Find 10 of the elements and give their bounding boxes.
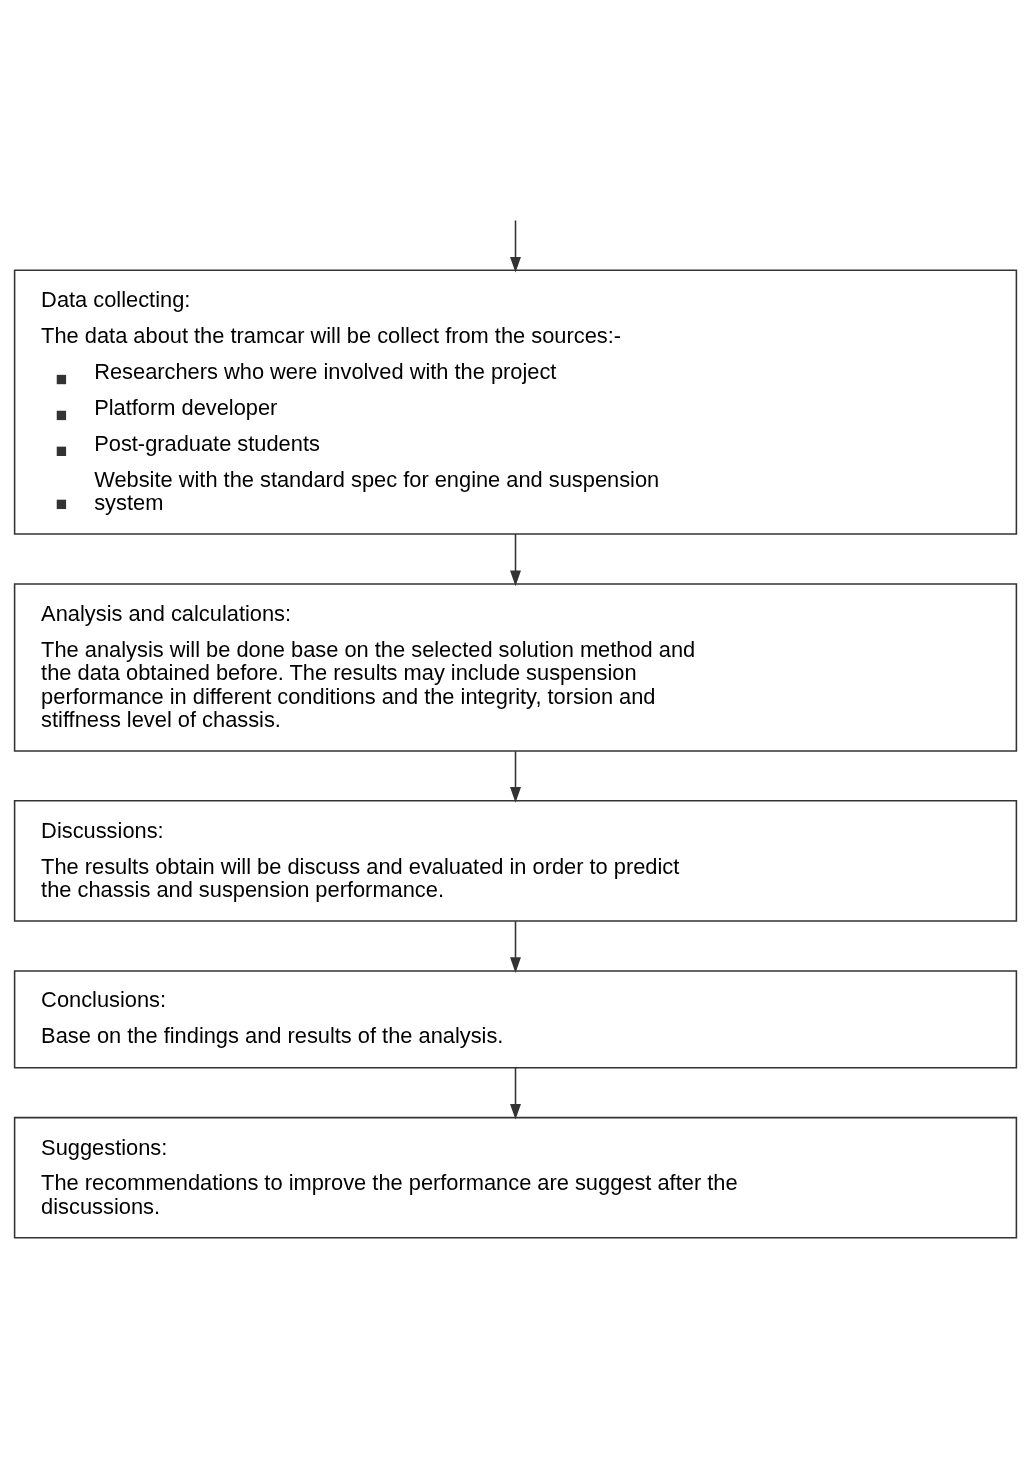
node-box: Conclusions: Base on the findings and results of the analysis.	[13, 970, 1018, 1069]
arrow	[510, 1067, 521, 1120]
node-box: Discussions: The results obtain will be discuss and evaluated in order to predict the chassis and suspension performance.	[13, 800, 1018, 922]
arrow	[510, 920, 521, 973]
arrow	[510, 219, 521, 273]
node-box: Analysis and calculations: The analysis will be done base on the selected solution method and the data obtained before. The results may include suspension performance in different conditions and the integrity, torsion and stiffness level of chassis.	[13, 583, 1018, 752]
arrow	[510, 533, 521, 587]
node-box: Data collecting: The data about the tramcar will be collect from the sources:- Researchers who were involved with the project Platform developer Post-graduate students Website with the standard spec for engine and suspension system	[13, 269, 1018, 535]
node-box: Suggestions: The recommendations to improve the performance are suggest after the discussions.	[13, 1116, 1018, 1239]
arrow	[510, 750, 521, 803]
